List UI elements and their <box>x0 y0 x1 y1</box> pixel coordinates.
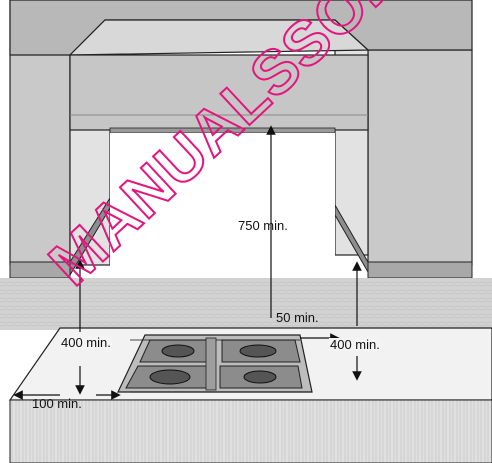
hood-height-label: 750 min. <box>238 218 288 233</box>
backsplash <box>0 278 492 330</box>
left-side-height-label: 400 min. <box>60 335 112 350</box>
dimension-lines <box>13 125 362 400</box>
gas-hob <box>117 334 313 393</box>
rear-clearance-label: 100 min. <box>32 396 82 411</box>
side-clearance-label: 50 min. <box>276 310 319 325</box>
cooker-hood <box>9 0 473 134</box>
right-side-height-label: 400 min. <box>329 337 381 352</box>
